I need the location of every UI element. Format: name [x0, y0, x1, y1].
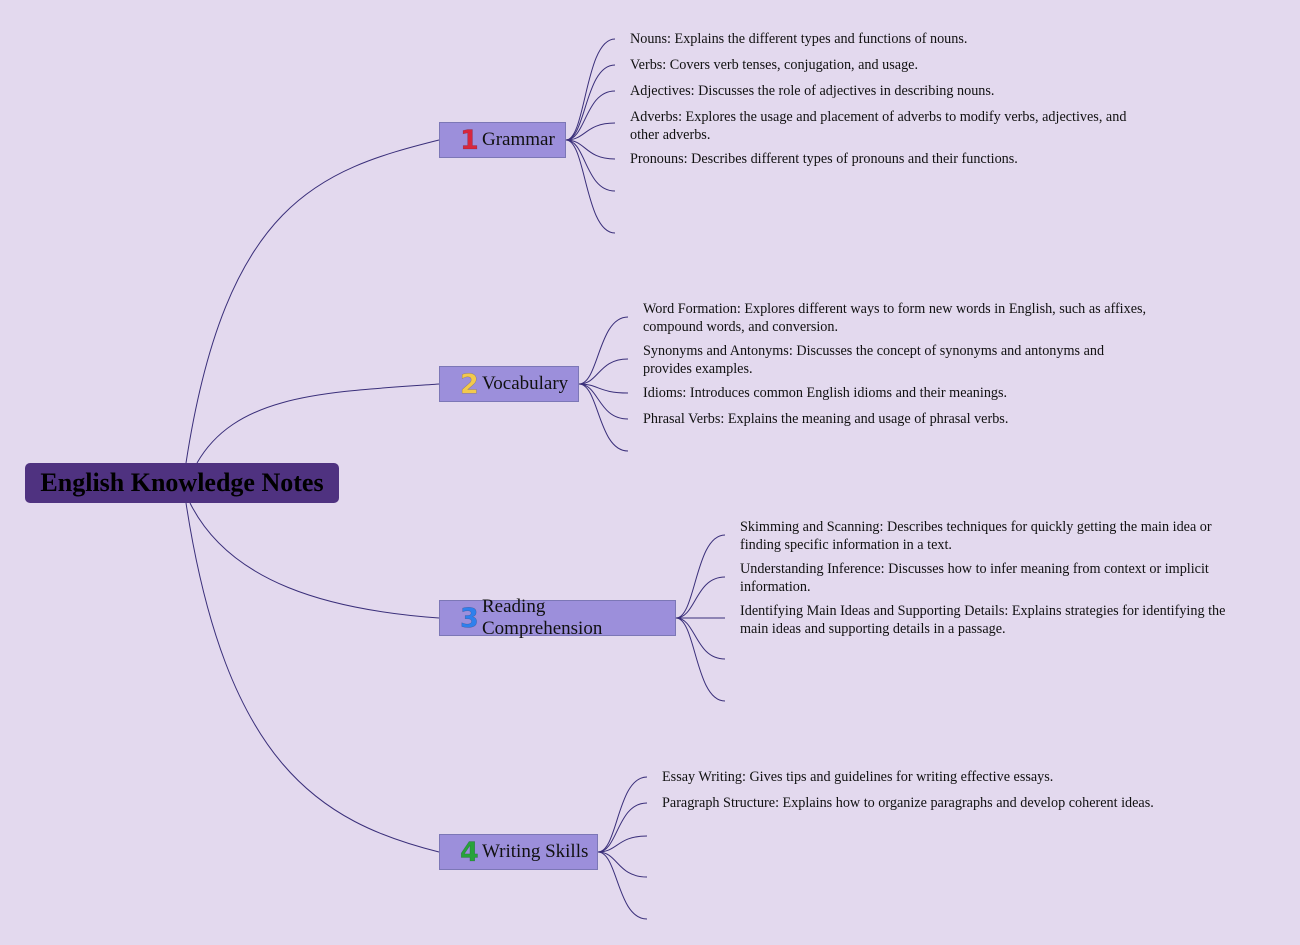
leaf-link-4-2 — [597, 802, 648, 853]
branch-reading-comprehension[interactable]: 3 Reading Comprehension — [439, 596, 676, 639]
leaf-idioms: Idioms: Introduces common English idioms… — [643, 385, 1008, 401]
leaf-link-1-4 — [565, 122, 616, 141]
number-4-icon: 4 — [460, 836, 479, 868]
leaf-link-2-4 — [578, 383, 629, 420]
leaf-link-1-6 — [565, 139, 616, 192]
leaf-adverbs: Adverbs: Explores the usage and placemen… — [630, 109, 1127, 143]
leaf-nouns: Nouns: Explains the different types and … — [630, 31, 968, 47]
leaf-link-1-3 — [565, 90, 616, 141]
leaf-phrasal-verbs: Phrasal Verbs: Explains the meaning and … — [643, 411, 1009, 427]
branch-label: Vocabulary — [482, 373, 569, 394]
leaf-understanding-inference: Understanding Inference: Discusses how t… — [740, 561, 1209, 595]
leaf-link-2-1 — [578, 316, 629, 385]
leaf-link-1-5 — [565, 139, 616, 160]
root-title: English Knowledge Notes — [40, 468, 324, 497]
leaf-link-1-1 — [565, 38, 616, 141]
number-2-icon: 2 — [460, 368, 479, 400]
leaf-link-4-4 — [597, 851, 648, 878]
leaf-synonyms-antonyms: Synonyms and Antonyms: Discusses the con… — [643, 343, 1105, 377]
leaf-skimming-scanning: Skimming and Scanning: Describes techniq… — [740, 519, 1212, 553]
branch-writing-skills[interactable]: 4 Writing Skills — [439, 834, 598, 870]
leaf-pronouns: Pronouns: Describes different types of p… — [630, 151, 1018, 167]
leaf-link-3-1 — [675, 534, 726, 619]
leaf-main-ideas: Identifying Main Ideas and Supporting De… — [740, 603, 1226, 637]
branch-vocabulary[interactable]: 2 Vocabulary — [439, 366, 579, 402]
leaf-link-2-2 — [578, 358, 629, 385]
root-link-3 — [189, 502, 440, 619]
branch-grammar[interactable]: 1 Grammar — [439, 122, 566, 158]
number-3-icon: 3 — [460, 602, 479, 634]
leaf-paragraph-structure: Paragraph Structure: Explains how to org… — [662, 795, 1154, 811]
leaf-link-1-2 — [565, 64, 616, 141]
leaf-link-4-5 — [597, 851, 648, 920]
leaf-link-4-1 — [597, 776, 648, 853]
leaf-link-3-2 — [675, 576, 726, 619]
branch-label: Grammar — [482, 129, 555, 150]
leaf-link-4-3 — [597, 835, 648, 853]
number-1-icon: 1 — [460, 124, 479, 156]
leaf-essay-writing: Essay Writing: Gives tips and guidelines… — [662, 769, 1054, 785]
leaf-link-3-5 — [675, 617, 726, 702]
leaf-link-3-4 — [675, 617, 726, 660]
root-link-4 — [185, 502, 440, 853]
leaf-verbs: Verbs: Covers verb tenses, conjugation, … — [630, 57, 919, 73]
leaf-link-2-5 — [578, 383, 629, 452]
root-node[interactable]: English Knowledge Notes — [25, 463, 339, 503]
branch-label: Writing Skills — [482, 841, 589, 862]
root-link-2 — [196, 383, 440, 464]
root-link-1 — [185, 139, 440, 464]
leaf-adjectives: Adjectives: Discusses the role of adject… — [630, 83, 995, 99]
leaf-word-formation: Word Formation: Explores different ways … — [643, 301, 1147, 335]
leaf-link-1-7 — [565, 139, 616, 234]
branch-label: Reading Comprehension — [482, 596, 603, 639]
